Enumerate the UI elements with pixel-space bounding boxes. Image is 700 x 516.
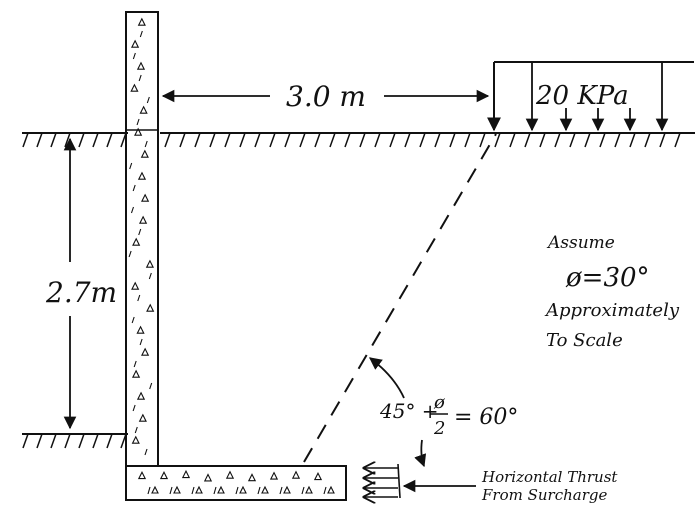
surcharge-load: 20 KPa [487, 61, 694, 132]
to-scale-label: To Scale [546, 330, 623, 351]
thrust-label-line1: Horizontal Thrust [481, 468, 618, 486]
width-dimension-label: 3.0 m [286, 80, 366, 113]
width-dimension: 3.0 m [161, 80, 490, 113]
ground-surface-top [22, 132, 695, 148]
wall-base [125, 465, 347, 501]
failure-plane [303, 133, 497, 463]
height-dimension-label: 2.7m [45, 276, 117, 309]
angle-45-label: 45° + [379, 399, 439, 423]
horizontal-thrust: Horizontal Thrust From Surcharge [364, 464, 618, 504]
phi-value: ø=30° [565, 263, 650, 293]
wall-stem [125, 11, 159, 467]
approximately-label: Approximately [544, 300, 680, 321]
angle-result-label: = 60° [454, 405, 518, 430]
assume-label: Assume [546, 233, 615, 253]
height-dimension: 2.7m [45, 137, 117, 430]
angle-phi-denominator: 2 [433, 418, 445, 439]
assumption-notes: Assume ø=30° Approximately To Scale [544, 233, 680, 351]
surcharge-label: 20 KPa [535, 81, 629, 111]
ground-surface-toe [22, 433, 128, 449]
angle-annotation: 45° + ø 2 = 60° [368, 357, 518, 468]
thrust-label-line2: From Surcharge [481, 486, 607, 504]
angle-phi-numerator: ø [433, 392, 446, 413]
